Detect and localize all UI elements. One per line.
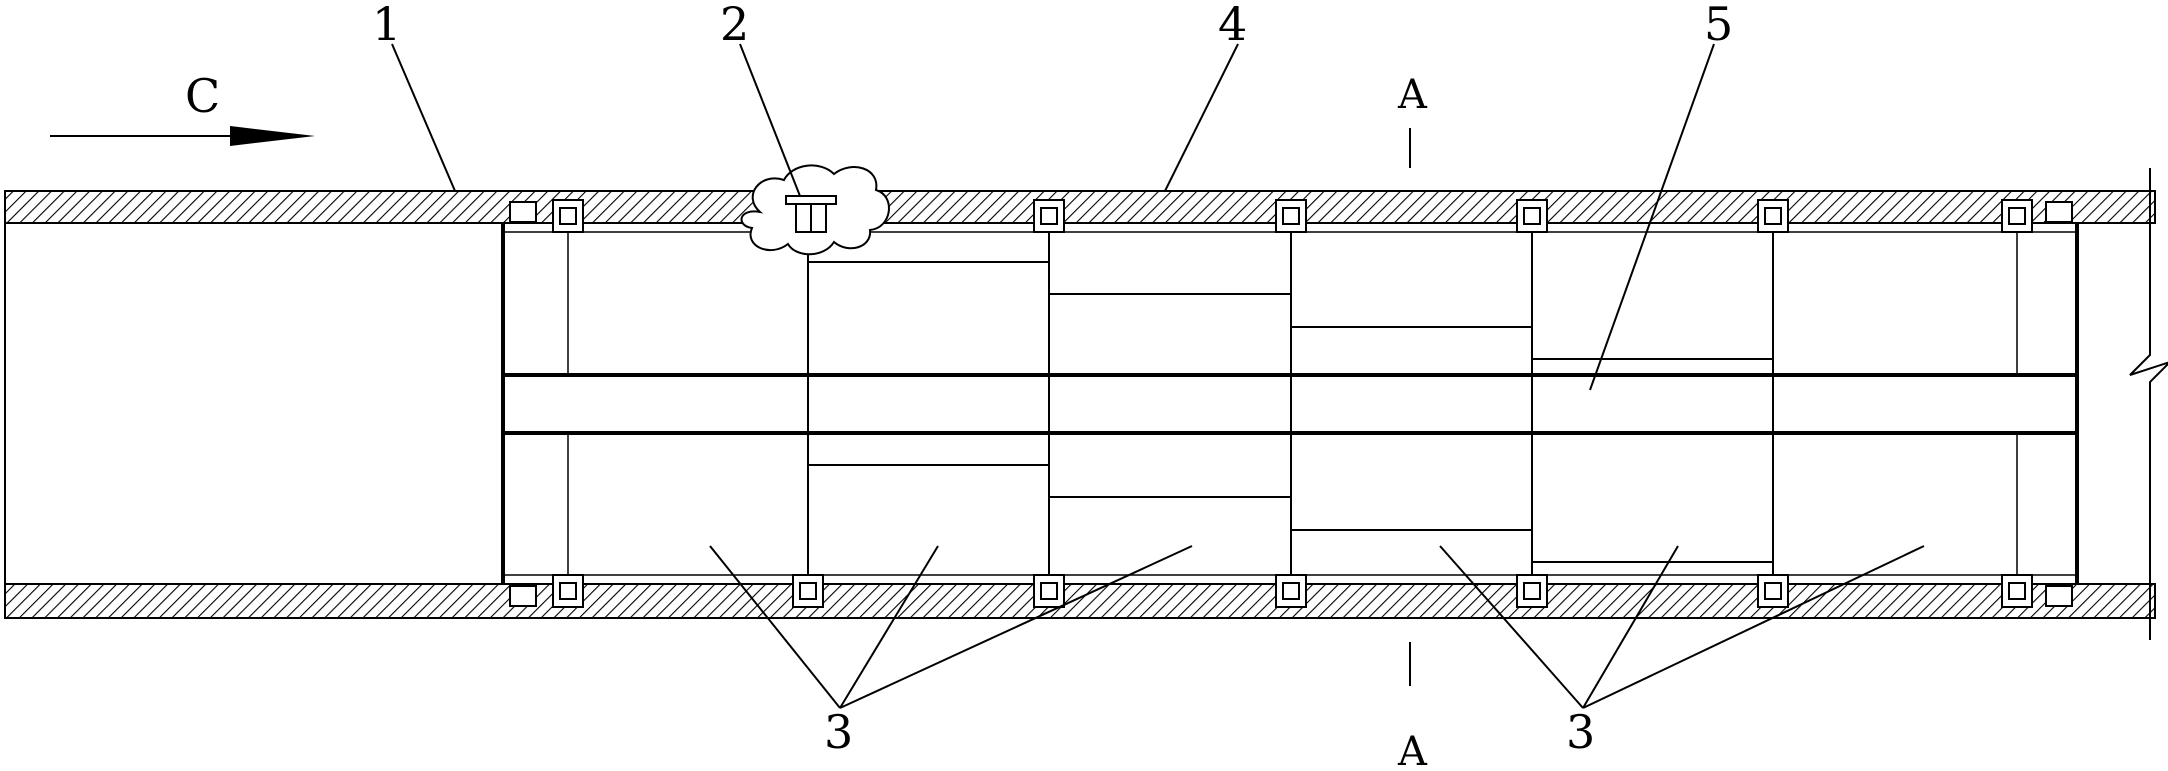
- leader-lines: [391, 43, 1925, 709]
- pipe-wall-top: [4, 190, 2156, 224]
- part-label-1: 1: [372, 0, 401, 51]
- flow-arrow: [50, 126, 315, 146]
- highlighted-bracket: [740, 164, 890, 256]
- part-label-2: 2: [720, 0, 749, 51]
- section-label-top: A: [1397, 72, 1428, 118]
- part-label-3-right: 3: [1566, 705, 1595, 759]
- stepped-plates: [807, 223, 1774, 584]
- break-line: [2129, 168, 2168, 640]
- part-label-5: 5: [1704, 0, 1733, 51]
- part-label-4: 4: [1218, 0, 1247, 51]
- pipe-wall-bottom: [4, 583, 2156, 619]
- part-label-3-left: 3: [824, 705, 853, 759]
- section-label-bottom: A: [1397, 729, 1428, 771]
- flow-label: C: [185, 69, 220, 123]
